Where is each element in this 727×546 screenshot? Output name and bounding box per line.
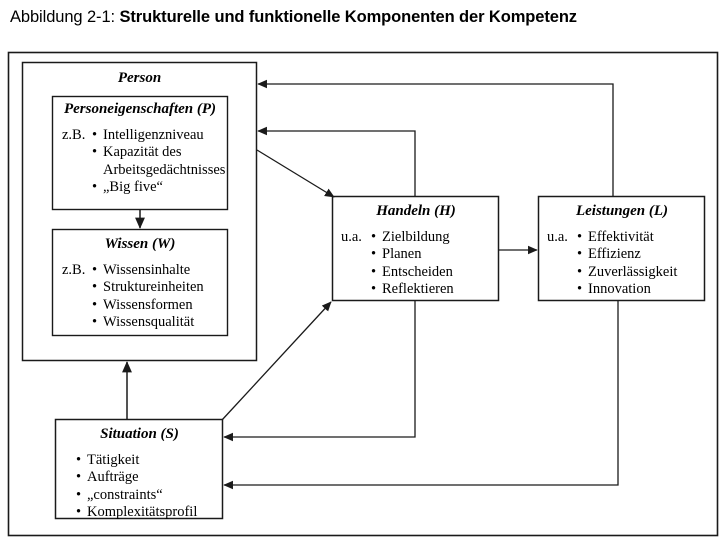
leistungen-prefix: u.a. xyxy=(547,229,568,245)
box-leistungen[interactable] xyxy=(537,195,706,302)
box-personeigenschaften-title: Personeigenschaften (P) xyxy=(63,101,217,117)
box-situation[interactable] xyxy=(54,418,224,520)
list-item: Innovation xyxy=(588,280,651,297)
list-item: Intelligenzniveau xyxy=(103,127,204,143)
figure-number: Abbildung 2-1: xyxy=(10,8,120,26)
box-personeigenschaften[interactable] xyxy=(51,95,229,211)
list-item: Wissensinhalte xyxy=(103,262,191,278)
arrow-handeln-to-situation xyxy=(223,301,416,442)
handeln-prefix: u.a. xyxy=(341,229,362,245)
box-handeln-title: Handeln (H) xyxy=(376,203,456,219)
figure-title: Strukturelle und funktionelle Komponente… xyxy=(119,8,578,26)
box-handeln[interactable] xyxy=(331,195,500,302)
box-person-title: Person xyxy=(117,70,162,86)
box-situation-title: Situation (S) xyxy=(100,426,179,442)
list-item: Planen xyxy=(382,246,422,263)
box-wissen[interactable] xyxy=(51,228,229,337)
arrow-person-to-handeln xyxy=(256,149,335,198)
list-item: Struktureinheiten xyxy=(103,279,204,296)
list-item: Reflektieren xyxy=(382,280,454,297)
list-item: Effizienz xyxy=(588,246,641,263)
arrow-leistungen-to-situation xyxy=(223,301,619,490)
figure-caption: Abbildung 2-1: Strukturelle und funktion… xyxy=(10,8,720,27)
list-item: Wissensformen xyxy=(103,296,193,313)
box-leistungen-title: Leistungen (L) xyxy=(575,203,669,219)
box-wissen-items: z.B.•Wissensinhalte •Struktureinheiten •… xyxy=(62,262,204,330)
list-item: „constraints“ xyxy=(87,486,163,503)
personeigenschaften-prefix: z.B. xyxy=(62,127,86,143)
list-item: Zielbildung xyxy=(382,229,450,245)
arrow-handeln-to-person xyxy=(257,126,416,196)
list-item: Komplexitätsprofil xyxy=(87,503,198,520)
arrow-situation-to-handeln xyxy=(221,301,332,421)
arrow-leistungen-to-person xyxy=(257,79,614,196)
list-item: Tätigkeit xyxy=(87,452,140,468)
outer-frame xyxy=(7,51,719,537)
list-item: Entscheiden xyxy=(382,263,453,280)
wissen-prefix: z.B. xyxy=(62,262,86,278)
list-item: „Big five“ xyxy=(103,178,163,195)
box-leistungen-items: u.a.•Effektivität •Effizienz •Zuverlässi… xyxy=(547,229,678,297)
list-item: Zuverlässigkeit xyxy=(588,263,678,280)
list-item: Kapazität des xyxy=(103,144,182,161)
list-item-continuation: Arbeitsgedächtnisses xyxy=(103,161,226,178)
list-item: Wissensqualität xyxy=(103,313,195,330)
box-personeigenschaften-items: z.B.•Intelligenzniveau •Kapazität des Ar… xyxy=(62,127,226,195)
list-item: Effektivität xyxy=(588,229,654,245)
box-handeln-items: u.a.•Zielbildung •Planen •Entscheiden •R… xyxy=(341,229,454,297)
box-wissen-title: Wissen (W) xyxy=(104,236,176,252)
box-situation-items: •Tätigkeit •Aufträge •„constraints“ •Kom… xyxy=(76,452,198,520)
list-item: Aufträge xyxy=(87,469,139,486)
